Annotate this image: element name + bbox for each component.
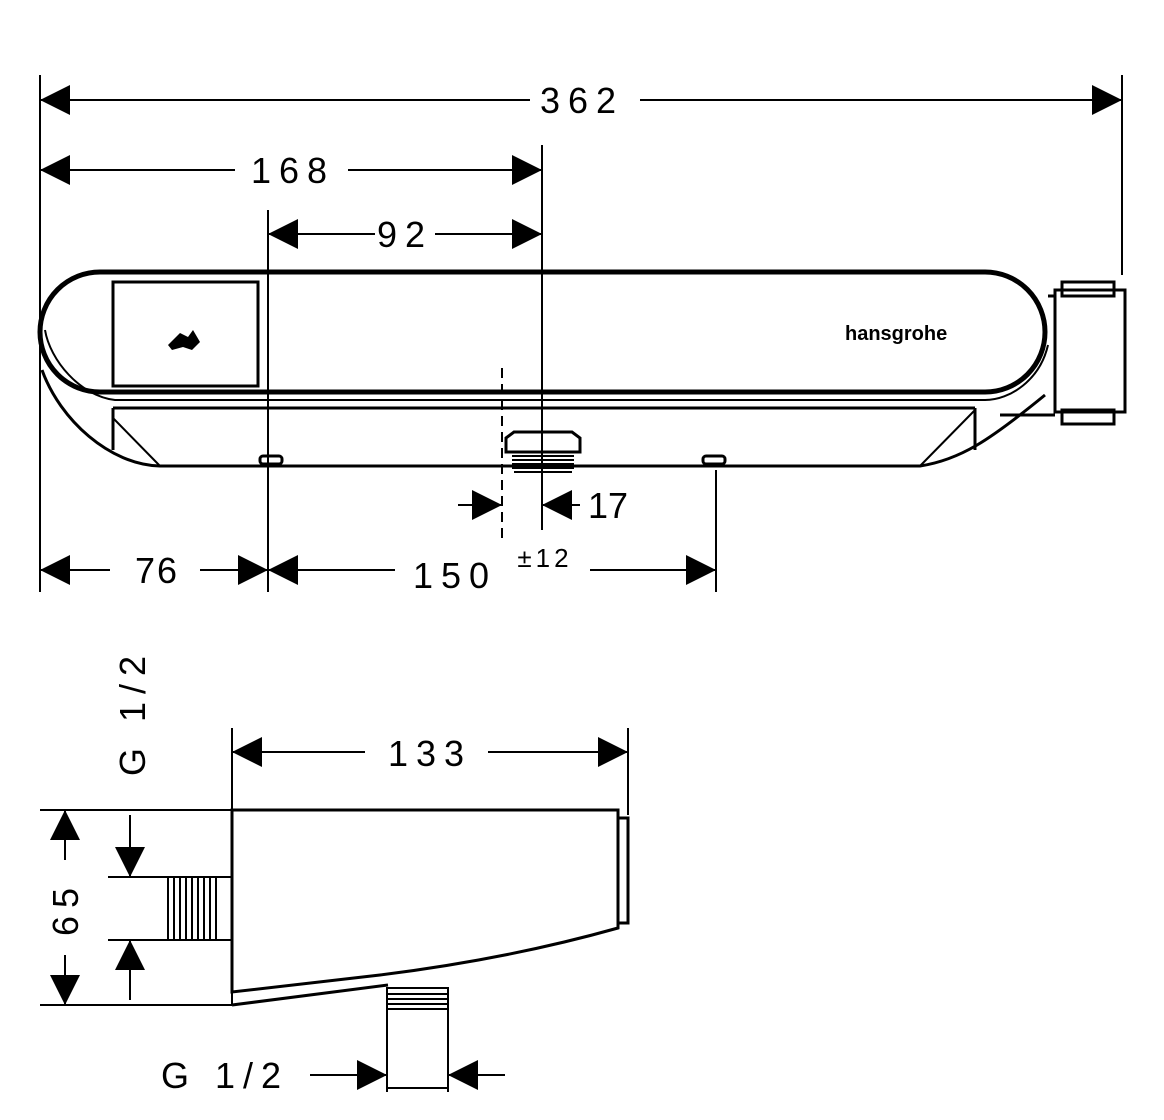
dimension-17: 17 xyxy=(458,485,628,526)
extension-lines-side xyxy=(40,728,629,1092)
dimension-label-76: 76 xyxy=(135,550,179,591)
dimension-92: 92 xyxy=(268,214,542,255)
dimension-label-outlet-thread: G 1/2 xyxy=(161,1055,289,1096)
thermostat-top-view: hansgrohe xyxy=(37,269,1127,473)
dimension-inlet-thread: G 1/2 xyxy=(112,648,153,1000)
shower-icon xyxy=(168,330,200,350)
dimension-362: 362 xyxy=(40,80,1122,121)
dimension-label-168: 168 xyxy=(251,150,335,191)
dimension-65: 65 xyxy=(45,810,86,1005)
dimension-label-17: 17 xyxy=(588,485,628,526)
outlet-thread xyxy=(386,987,449,1089)
dimension-133: 133 xyxy=(232,733,628,774)
dimension-label-362: 362 xyxy=(540,80,624,121)
dimension-outlet-thread: G 1/2 xyxy=(161,1055,505,1096)
inlet-thread xyxy=(167,876,233,941)
dimension-label-150: 150 xyxy=(413,555,497,596)
logo-hansgrohe: hansgrohe xyxy=(845,323,947,345)
thermostat-side-view xyxy=(167,808,630,1089)
tolerance-label: ±12 xyxy=(517,543,572,573)
dimension-150: 150 ±12 xyxy=(268,543,716,596)
dimension-label-inlet-thread: G 1/2 xyxy=(112,648,153,776)
dimension-168: 168 xyxy=(40,150,542,191)
outlet-fitting xyxy=(504,430,582,454)
control-button xyxy=(111,280,260,388)
dimension-76: 76 xyxy=(40,550,268,591)
dimension-label-65: 65 xyxy=(45,880,86,936)
dimension-label-92: 92 xyxy=(377,214,433,255)
dimension-label-133: 133 xyxy=(388,733,472,774)
extension-lines-top xyxy=(39,75,1123,592)
